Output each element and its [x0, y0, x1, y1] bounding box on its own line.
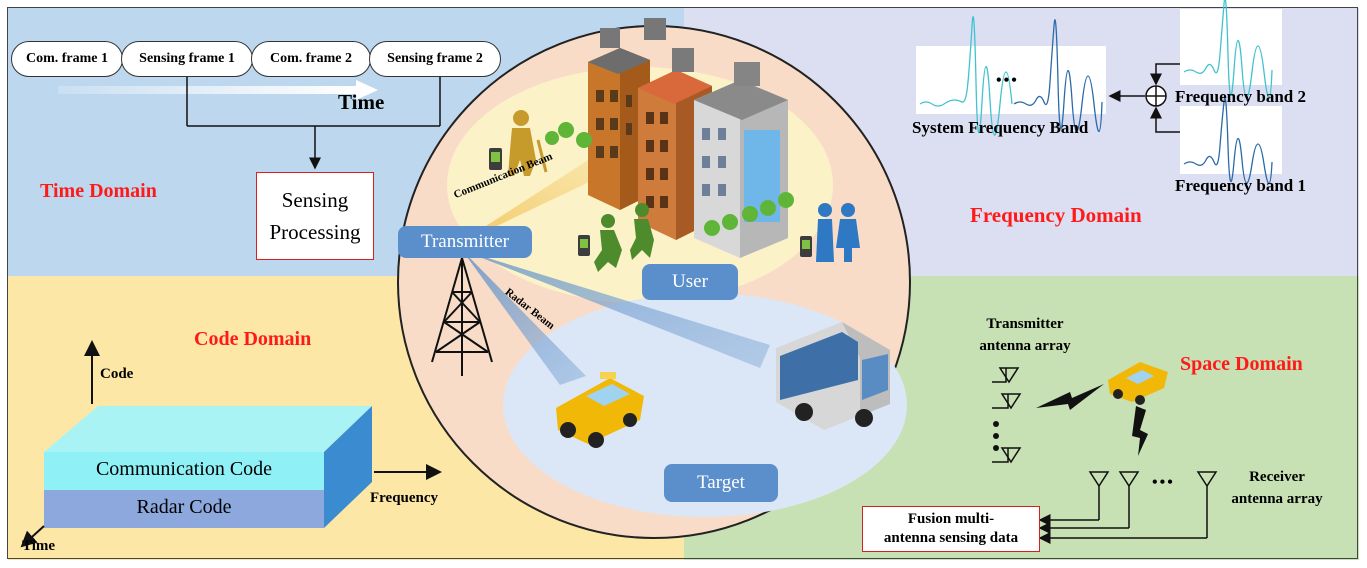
code-axis-label: Code — [100, 366, 134, 382]
circle-plus-icon — [1145, 85, 1167, 107]
tx-array-label-line1: Transmitter — [986, 316, 1064, 332]
space-taxi-icon — [1108, 362, 1168, 405]
radar-beam-to-bus — [462, 250, 770, 368]
com-frame-1: Com. frame 1 — [11, 41, 123, 77]
rx-ellipsis: ••• — [1152, 474, 1175, 491]
band1-label: Frequency band 1 — [1175, 176, 1306, 195]
tx-antenna-array-icon — [992, 367, 1022, 464]
communication-beam — [455, 155, 612, 246]
sensing-frame-1: Sensing frame 1 — [121, 41, 253, 77]
code-domain-title: Code Domain — [194, 328, 312, 350]
time-axis-label-code: Time — [22, 538, 56, 554]
target-label: Target — [664, 464, 778, 502]
sensing-processing-line1: Sensing — [281, 188, 349, 212]
tree-icon — [545, 122, 794, 236]
fusion-data-box: Fusion multi- antenna sensing data — [862, 506, 1040, 552]
people-icon — [508, 110, 860, 272]
band2-label: Frequency band 2 — [1175, 87, 1306, 106]
rx-array-label-line2: antenna array — [1231, 491, 1323, 507]
code-domain-block — [44, 406, 372, 528]
taxi-icon — [556, 372, 644, 448]
user-label: User — [642, 264, 738, 300]
fusion-label-line2: antenna sensing data — [883, 530, 1019, 546]
freq-ellipsis: ••• — [996, 72, 1019, 89]
com-frame-2: Com. frame 2 — [251, 41, 371, 77]
tx-array-label: Transmitter antenna array — [970, 313, 1080, 357]
lightning-icon — [1036, 384, 1148, 456]
time-domain-title: Time Domain — [40, 180, 157, 202]
sensing-processing-line2: Processing — [269, 220, 361, 244]
space-domain-title: Space Domain — [1180, 353, 1303, 375]
frequency-domain-title: Frequency Domain — [970, 203, 1142, 227]
frequency-axis-label: Frequency — [370, 490, 439, 506]
tx-dots — [993, 421, 999, 451]
rx-array-label-line1: Receiver — [1249, 469, 1305, 485]
phone-icon — [489, 148, 812, 257]
outer-border — [7, 7, 1358, 559]
fusion-label-line1: Fusion multi- — [907, 511, 995, 527]
transmitter-label: Transmitter — [398, 226, 532, 258]
communication-code-label: Communication Code — [95, 458, 273, 480]
tx-array-label-line2: antenna array — [979, 338, 1071, 354]
rx-antenna-array-icon — [1038, 471, 1218, 544]
time-axis-arrow — [58, 80, 378, 100]
rx-array-label: Receiver antenna array — [1222, 466, 1332, 510]
system-band-waveform — [916, 16, 1106, 136]
radar-code-label: Radar Code — [136, 496, 232, 518]
band-combiner-lines — [1108, 63, 1180, 133]
radar-beam-to-taxi — [462, 250, 586, 385]
tower-icon — [431, 257, 493, 376]
band1-waveform — [1180, 97, 1282, 185]
band2-waveform — [1180, 0, 1282, 98]
system-band-label: System Frequency Band — [912, 118, 1089, 137]
code-axes — [20, 340, 442, 548]
sensing-bracket — [186, 77, 441, 170]
sensing-frame-2: Sensing frame 2 — [369, 41, 501, 77]
bus-icon — [776, 322, 890, 430]
sensing-processing-box: Sensing Processing — [256, 172, 374, 260]
time-axis-label: Time — [338, 90, 385, 114]
